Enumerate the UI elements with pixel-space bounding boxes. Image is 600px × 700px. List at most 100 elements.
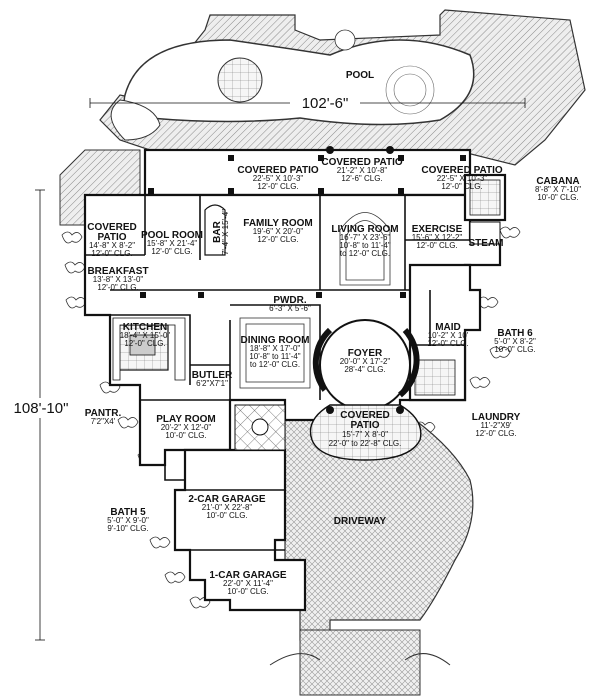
overall-depth: 108'-10" — [14, 400, 69, 417]
room-exercise: EXERCISE 15'-6" X 12'-2" 12'-0" CLG. — [412, 224, 463, 250]
kitchen-counter — [112, 317, 186, 381]
svg-text:PWDR.: PWDR. — [273, 295, 307, 306]
svg-text:2-CAR GARAGE: 2-CAR GARAGE — [188, 494, 266, 505]
room-2-car-garage: 2-CAR GARAGE 21'-0" X 22'-8" 10'-0" CLG. — [188, 494, 266, 520]
svg-text:15'-6" X 12'-2": 15'-6" X 12'-2" — [412, 233, 463, 242]
room-play: PLAY ROOM 20'-2" X 12'-0" 10'-0" CLG. — [156, 414, 215, 440]
svg-text:22'-5" X 10'-3": 22'-5" X 10'-3" — [437, 174, 488, 183]
svg-text:12'-0" CLG.: 12'-0" CLG. — [441, 182, 482, 191]
room-foyer: FOYER 20'-0" X 17'-2" 28'-4" CLG. — [340, 348, 391, 374]
svg-text:to 12'-0" CLG.: to 12'-0" CLG. — [250, 360, 300, 369]
svg-text:PANTR.: PANTR. — [85, 408, 122, 419]
overall-width: 102'-6" — [302, 95, 349, 112]
svg-text:BUTLER: BUTLER — [192, 370, 233, 381]
svg-text:13'-8" X 13'-0": 13'-8" X 13'-0" — [93, 275, 144, 284]
svg-text:DINING ROOM: DINING ROOM — [241, 335, 310, 346]
svg-text:15'-7" X 8'-0": 15'-7" X 8'-0" — [342, 430, 388, 439]
svg-text:12'-0" CLG.: 12'-0" CLG. — [97, 283, 138, 292]
svg-text:18'-8" X 17'-0": 18'-8" X 17'-0" — [250, 344, 301, 353]
room-pool-room: POOL ROOM 15'-8" X 21'-4" 12'-0" CLG. — [141, 230, 203, 256]
svg-text:10'-8" to 11'-4": 10'-8" to 11'-4" — [249, 352, 300, 361]
svg-text:MAID: MAID — [435, 322, 461, 333]
svg-text:CABANA: CABANA — [536, 176, 579, 187]
svg-text:12'-0" CLG.: 12'-0" CLG. — [427, 339, 468, 348]
svg-text:BATH 5: BATH 5 — [110, 507, 146, 518]
bar-counter — [204, 204, 226, 256]
svg-text:6'-3" X 5'-6": 6'-3" X 5'-6" — [269, 304, 311, 313]
room-steam: STEAM — [469, 238, 504, 249]
svg-text:PATIO: PATIO — [350, 420, 379, 431]
svg-text:COVERED PATIO: COVERED PATIO — [237, 165, 319, 176]
svg-text:BAR: BAR — [212, 220, 223, 242]
fountain — [334, 29, 356, 51]
svg-text:8'-8" X 7'-10": 8'-8" X 7'-10" — [535, 185, 581, 194]
svg-text:12'-0" CLG.: 12'-0" CLG. — [151, 247, 192, 256]
svg-text:7'-4" X 15'-4": 7'-4" X 15'-4" — [221, 209, 230, 255]
room-maid: MAID 10'-2" X 10' 12'-0" CLG. — [427, 322, 468, 348]
svg-text:9'-10" CLG.: 9'-10" CLG. — [107, 524, 148, 533]
svg-text:LAUNDRY: LAUNDRY — [472, 412, 521, 423]
svg-text:12'-0" CLG.: 12'-0" CLG. — [475, 429, 516, 438]
room-covered-patio-right: COVERED PATIO 22'-5" X 10'-3" 12'-0" CLG… — [421, 165, 503, 191]
driveway — [284, 419, 474, 641]
svg-text:6'2"X7'1": 6'2"X7'1" — [196, 379, 228, 388]
svg-text:COVERED: COVERED — [340, 410, 389, 421]
svg-text:22'-0" X 11'-4": 22'-0" X 11'-4" — [223, 579, 273, 588]
svg-text:14'-8" X 8'-2": 14'-8" X 8'-2" — [89, 241, 135, 250]
svg-text:POOL ROOM: POOL ROOM — [141, 230, 203, 241]
svg-text:COVERED PATIO: COVERED PATIO — [321, 157, 403, 168]
room-laundry: LAUNDRY 11'-2"X9' 12'-0" CLG. — [472, 412, 521, 438]
svg-text:22'-0" to 22'-8" CLG.: 22'-0" to 22'-8" CLG. — [329, 439, 402, 448]
svg-text:12'-0" CLG.: 12'-0" CLG. — [416, 241, 457, 250]
room-1-car-garage: 1-CAR GARAGE 22'-0" X 11'-4" 10'-0" CLG. — [209, 570, 287, 596]
svg-text:21'-2" X 10'-8": 21'-2" X 10'-8" — [337, 166, 388, 175]
svg-text:16'-7" X 23'-6": 16'-7" X 23'-6" — [340, 233, 391, 242]
room-bath6: BATH 6 5'-0" X 8'-2" 10'-0" CLG. — [494, 328, 536, 354]
ceiling-details — [239, 212, 391, 389]
svg-text:1-CAR GARAGE: 1-CAR GARAGE — [209, 570, 287, 581]
room-dining: DINING ROOM 18'-8" X 17'-0" 10'-8" to 11… — [241, 335, 310, 369]
svg-text:BATH 6: BATH 6 — [497, 328, 533, 339]
front-column — [396, 406, 404, 414]
foyer-stair-right — [398, 327, 420, 398]
patio-columns — [140, 146, 466, 298]
room-covered-patio-west: COVERED PATIO 14'-8" X 8'-2" 12'-0" CLG. — [87, 222, 136, 258]
room-butler: BUTLER 6'2"X7'1" — [192, 370, 233, 388]
svg-text:PLAY ROOM: PLAY ROOM — [156, 414, 215, 425]
pool-end-left — [110, 99, 161, 141]
room-covered-patio-front: COVERED PATIO 15'-7" X 8'-0" 22'-0" to 2… — [329, 410, 402, 448]
svg-text:12'-0" CLG.: 12'-0" CLG. — [124, 339, 165, 348]
svg-text:10'-0" CLG.: 10'-0" CLG. — [206, 511, 247, 520]
front-column — [326, 406, 334, 414]
svg-text:22'-5" X 10'-3": 22'-5" X 10'-3" — [253, 174, 304, 183]
svg-text:21'-0" X 22'-8": 21'-0" X 22'-8" — [202, 503, 253, 512]
steam-room — [469, 221, 501, 245]
svg-text:20'-2" X 12'-0": 20'-2" X 12'-0" — [161, 423, 212, 432]
svg-text:5'-0" X 8'-2": 5'-0" X 8'-2" — [494, 337, 536, 346]
interior-walls — [85, 195, 470, 551]
room-cabana: CABANA 8'-8" X 7'-10" 10'-0" CLG. — [535, 176, 581, 202]
pool-rings — [385, 65, 435, 115]
svg-text:10'-0" CLG.: 10'-0" CLG. — [537, 193, 578, 202]
room-breakfast: BREAKFAST 13'-8" X 13'-0" 12'-0" CLG. — [87, 266, 148, 292]
svg-text:15'-8" X 21'-4": 15'-8" X 21'-4" — [147, 239, 198, 248]
spa — [217, 57, 263, 103]
svg-text:10'-0" CLG.: 10'-0" CLG. — [165, 431, 206, 440]
svg-text:19'-6" X 20'-0": 19'-6" X 20'-0" — [253, 227, 304, 236]
pool-label: POOL — [346, 70, 374, 81]
room-bar: BAR 7'-4" X 15'-4" — [212, 209, 230, 255]
foyer-stair-left — [312, 327, 333, 392]
cabana-tile — [469, 179, 501, 216]
svg-text:11'-2"X9': 11'-2"X9' — [480, 421, 512, 430]
svg-text:10'-0" CLG.: 10'-0" CLG. — [494, 345, 535, 354]
dim-bg — [12, 398, 70, 418]
svg-text:12'-6" CLG.: 12'-6" CLG. — [341, 174, 382, 183]
svg-text:FAMILY ROOM: FAMILY ROOM — [243, 218, 312, 229]
svg-text:KITCHEN: KITCHEN — [123, 322, 167, 333]
svg-text:to 12'-0" CLG.: to 12'-0" CLG. — [340, 249, 390, 258]
svg-text:10'-8" to 11'-4": 10'-8" to 11'-4" — [339, 241, 390, 250]
laundry-tile — [414, 359, 456, 396]
svg-text:BREAKFAST: BREAKFAST — [87, 266, 148, 277]
room-family: FAMILY ROOM 19'-6" X 20'-0" 12'-0" CLG. — [243, 218, 312, 244]
svg-text:FOYER: FOYER — [348, 348, 383, 359]
